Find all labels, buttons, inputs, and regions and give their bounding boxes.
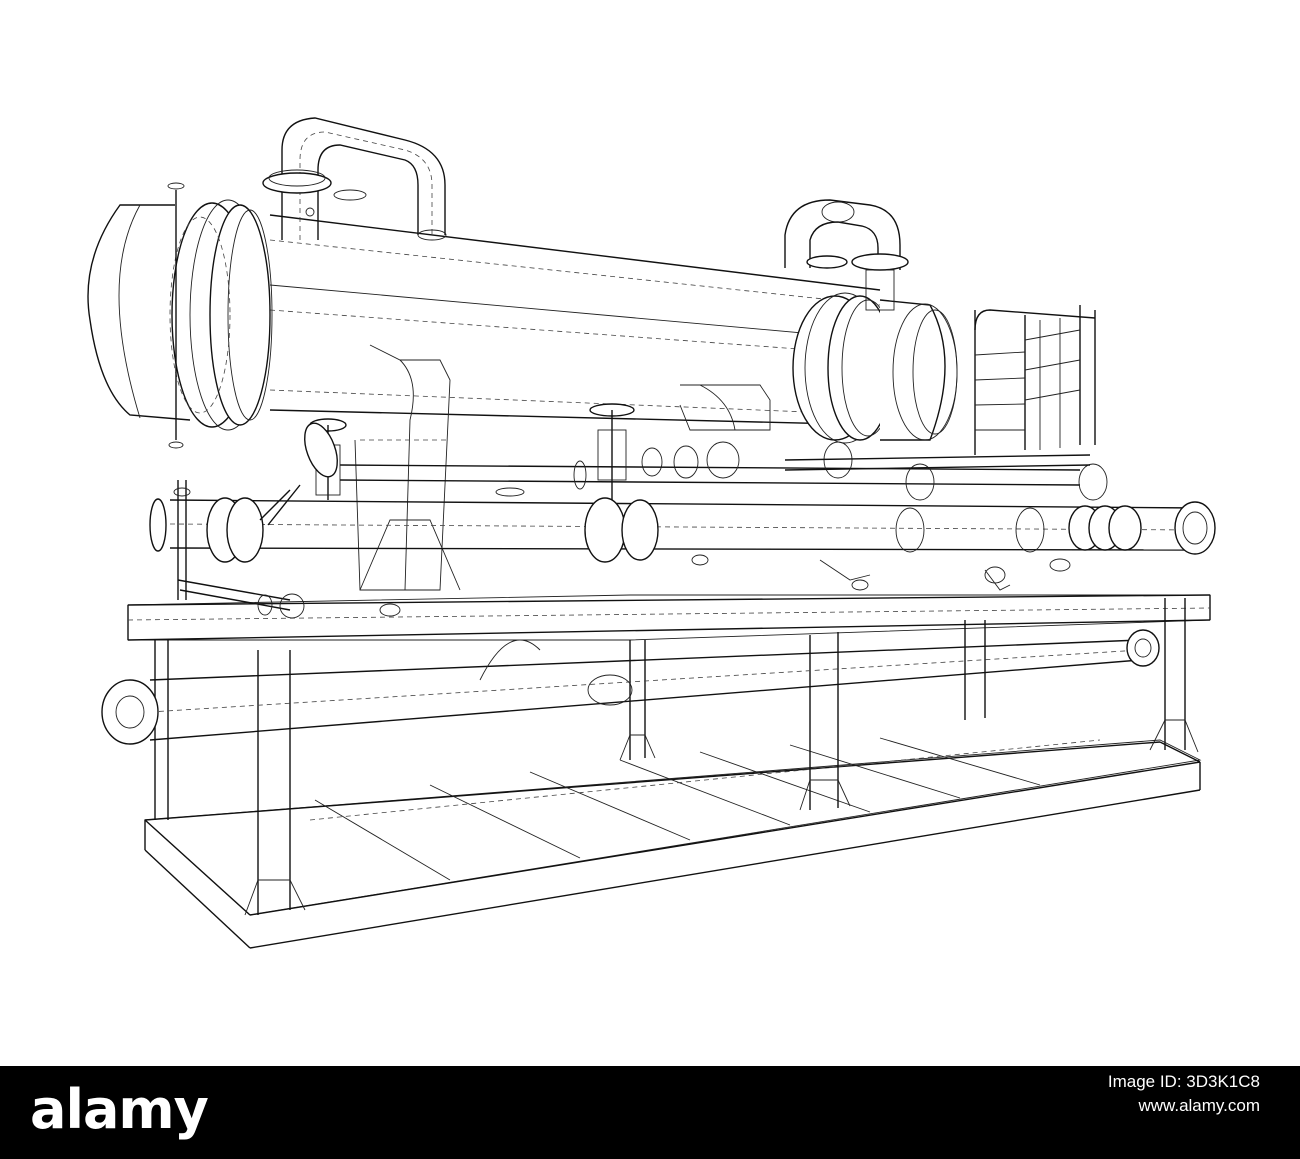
image-id-label: Image ID: 3D3K1C8 <box>1107 1072 1260 1091</box>
right-outlet-pipe <box>784 199 909 311</box>
lower-manifold-pipe <box>149 497 1216 563</box>
site-url-label: www.alamy.com <box>1138 1096 1260 1115</box>
heat-exchanger-wireframe <box>87 117 1216 949</box>
service-platform <box>784 305 1096 471</box>
wireframe-drawing <box>87 117 1216 949</box>
left-channel-head <box>87 182 273 449</box>
heat-exchanger-shell <box>269 214 881 426</box>
small-fittings <box>379 554 1071 617</box>
base-skid-frame <box>127 594 1211 949</box>
under-deck-pipe <box>101 629 1160 745</box>
brand-logo: alamy <box>30 1078 209 1141</box>
upper-secondary-pipe <box>339 460 1081 497</box>
left-inlet-pipe <box>262 117 447 241</box>
left-bypass-line <box>173 480 305 619</box>
watermark-bar: alamy Image ID: 3D3K1C8 www.alamy.com <box>0 1066 1300 1159</box>
gate-valves <box>259 403 1108 526</box>
saddle-supports <box>354 344 771 591</box>
right-channel-head <box>792 292 958 444</box>
